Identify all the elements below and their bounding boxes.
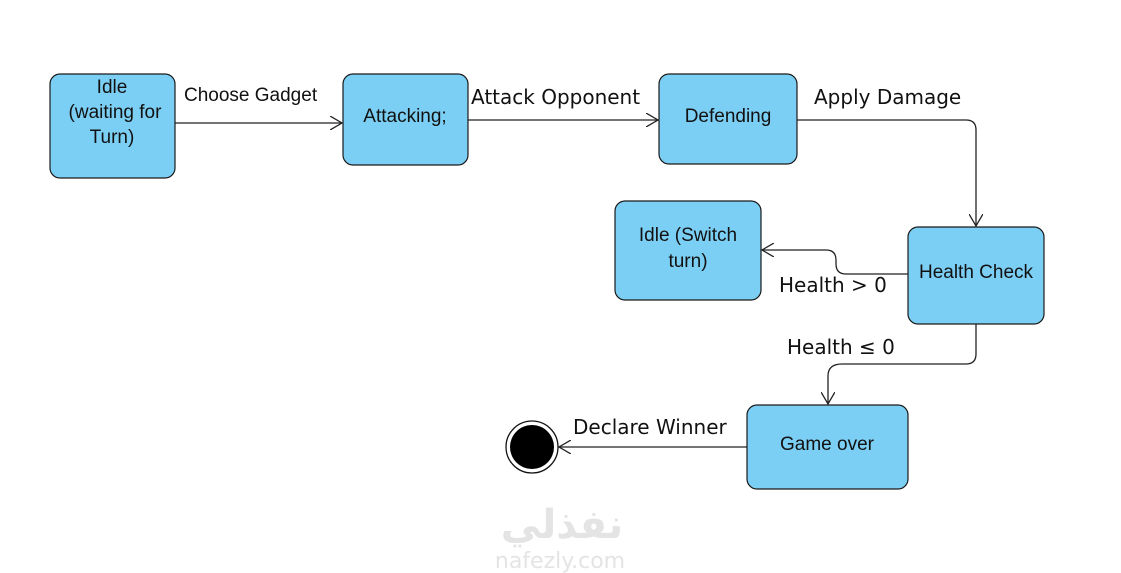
final-state[interactable]	[505, 420, 559, 474]
state-label: Idle	[97, 77, 128, 98]
state-label: Attacking;	[363, 106, 446, 127]
state-health-check[interactable]: Health Check	[907, 226, 1045, 325]
svg-text:nafezly.com: nafezly.com	[495, 549, 625, 573]
transition-label-health-gt-0: Health > 0	[779, 273, 887, 297]
state-label: turn)	[668, 251, 707, 272]
state-label: Health Check	[919, 262, 1034, 283]
transition-label-declare-winner: Declare Winner	[573, 415, 728, 439]
state-label: (waiting for	[69, 102, 163, 123]
edge-health-gt-0	[762, 250, 908, 275]
transition-label-apply-damage: Apply Damage	[814, 85, 961, 109]
state-label: Defending	[685, 106, 772, 127]
state-defending[interactable]: Defending	[658, 73, 798, 165]
state-game-over[interactable]: Game over	[746, 404, 909, 490]
state-label: Game over	[780, 434, 875, 455]
edge-apply-damage	[797, 119, 976, 226]
state-attacking[interactable]: Attacking;	[342, 73, 469, 166]
watermark-logo: نفذلي nafezly.com	[495, 502, 625, 573]
state-idle-switch[interactable]: Idle (Switch turn)	[614, 200, 762, 301]
transition-label-health-le-0: Health ≤ 0	[787, 335, 895, 359]
edge-health-le-0	[828, 324, 977, 404]
state-idle[interactable]: Idle (waiting for Turn)	[49, 73, 176, 179]
state-label: Turn)	[90, 127, 135, 148]
state-label: Idle (Switch	[639, 225, 737, 246]
svg-text:نفذلي: نفذلي	[501, 502, 623, 548]
transition-label-choose-gadget: Choose Gadget	[184, 85, 318, 106]
transition-label-attack-opponent: Attack Opponent	[471, 85, 640, 109]
